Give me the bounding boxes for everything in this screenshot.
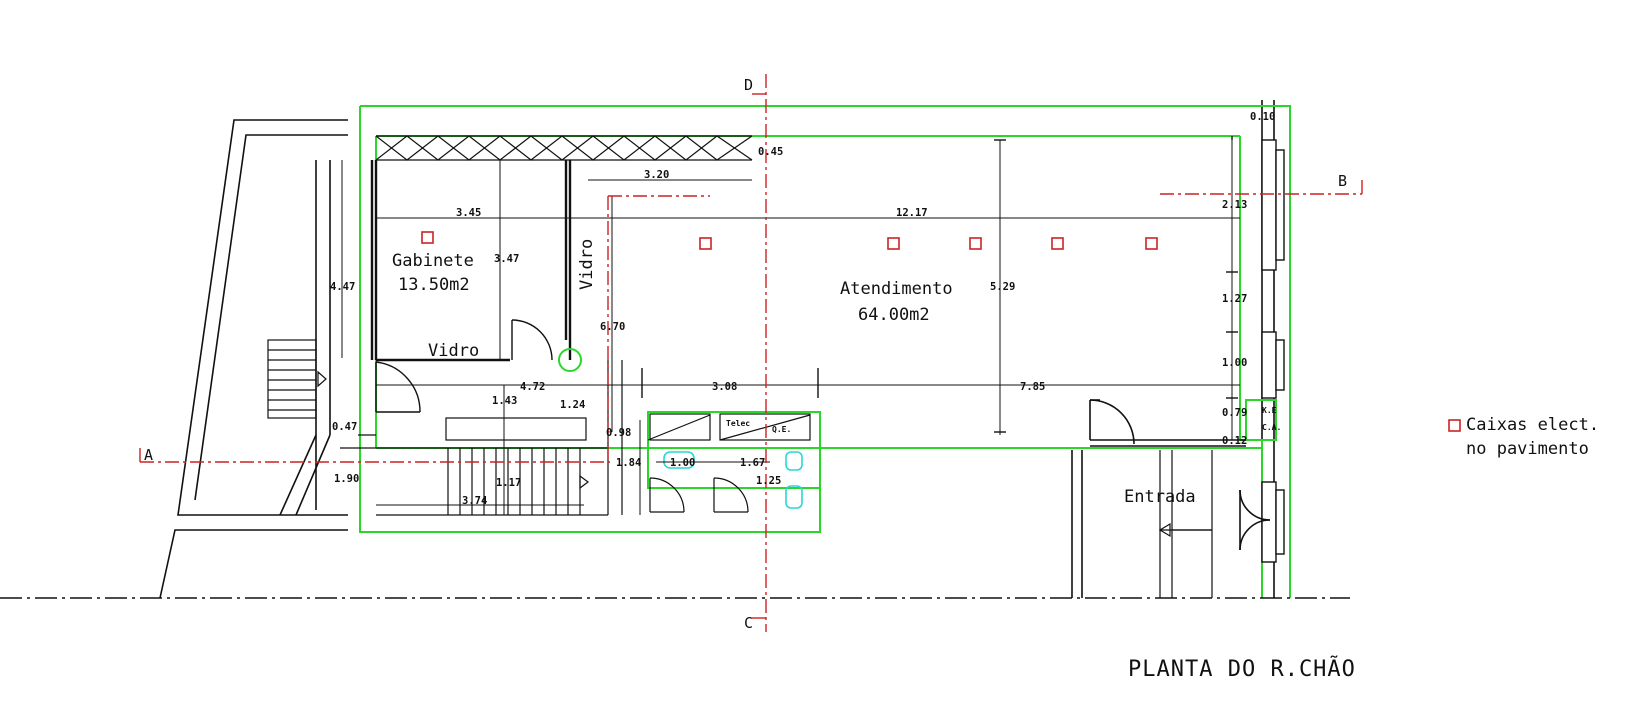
dim-3-20: 3.20 bbox=[644, 169, 669, 181]
dim-6-70: 6.70 bbox=[600, 321, 625, 333]
label-vidro-horizontal: Vidro bbox=[428, 341, 479, 361]
dim-0-47: 0.47 bbox=[332, 421, 357, 433]
dim-4-47: 4.47 bbox=[330, 281, 355, 293]
dim-3-08: 3.08 bbox=[712, 381, 737, 393]
service-rooms bbox=[647, 413, 811, 513]
sanitary-fixtures bbox=[663, 451, 803, 509]
room-area-gabinete: 13.50m2 bbox=[398, 275, 470, 295]
floor-boxes bbox=[421, 231, 1461, 432]
label-qe: Q.E. bbox=[772, 425, 791, 434]
label-ca: C.A. bbox=[1262, 423, 1281, 432]
dimension-ticks bbox=[641, 136, 1238, 433]
dim-1-24: 1.24 bbox=[560, 399, 585, 411]
dim-1-00-b: 1.00 bbox=[670, 457, 695, 469]
dimension-lines bbox=[341, 140, 1240, 515]
entrance-stair bbox=[1158, 450, 1213, 598]
dim-12-17: 12.17 bbox=[896, 207, 928, 219]
legend-line-1: Caixas elect. bbox=[1466, 415, 1599, 435]
left-door bbox=[375, 361, 421, 413]
room-name-atendimento: Atendimento bbox=[840, 279, 953, 299]
dim-0-79: 0.79 bbox=[1222, 407, 1247, 419]
section-label-b: B bbox=[1338, 172, 1347, 190]
legend-line-2: no pavimento bbox=[1466, 439, 1589, 459]
label-vidro-vertical: Vidro bbox=[577, 239, 597, 290]
lower-stair bbox=[340, 360, 623, 516]
glass-beam bbox=[375, 135, 753, 161]
dim-0-12: 0.12 bbox=[1222, 435, 1247, 447]
dim-1-17: 1.17 bbox=[496, 477, 521, 489]
dim-2-13: 2.13 bbox=[1222, 199, 1247, 211]
room-area-atendimento: 64.00m2 bbox=[858, 305, 930, 325]
dim-3-45: 3.45 bbox=[456, 207, 481, 219]
left-stair bbox=[267, 339, 327, 419]
dim-1-90: 1.90 bbox=[334, 473, 359, 485]
room-name-entrada: Entrada bbox=[1124, 487, 1196, 507]
dim-1-84: 1.84 bbox=[616, 457, 641, 469]
section-label-a: A bbox=[144, 446, 153, 464]
dim-1-27: 1.27 bbox=[1222, 293, 1247, 305]
drawing-title: PLANTA DO R.CHÃO bbox=[1128, 655, 1356, 682]
dim-4-72: 4.72 bbox=[520, 381, 545, 393]
dim-0-98: 0.98 bbox=[606, 427, 631, 439]
dim-5-29: 5.29 bbox=[990, 281, 1015, 293]
label-ke: K.E bbox=[1262, 406, 1277, 415]
dim-0-10: 0.10 bbox=[1250, 111, 1275, 123]
entrance-door bbox=[1089, 399, 1271, 551]
dim-0-45: 0.45 bbox=[758, 146, 783, 158]
outer-structure bbox=[159, 100, 1275, 599]
section-lines bbox=[140, 74, 1362, 632]
dim-3-47: 3.47 bbox=[494, 253, 519, 265]
gabinete-door bbox=[511, 319, 582, 372]
section-markers bbox=[139, 93, 1363, 619]
dim-1-67: 1.67 bbox=[740, 457, 765, 469]
dim-7-85: 7.85 bbox=[1020, 381, 1045, 393]
facade-windows bbox=[1261, 139, 1285, 563]
gabinete-walls bbox=[370, 160, 572, 362]
dim-3-74: 3.74 bbox=[462, 495, 487, 507]
dim-1-25: 1.25 bbox=[756, 475, 781, 487]
section-label-d: D bbox=[744, 76, 753, 94]
dim-1-00: 1.00 bbox=[1222, 357, 1247, 369]
room-name-gabinete: Gabinete bbox=[392, 251, 474, 271]
dim-1-43: 1.43 bbox=[492, 395, 517, 407]
section-label-c: C bbox=[744, 614, 753, 632]
label-telec: Telec bbox=[726, 419, 750, 428]
